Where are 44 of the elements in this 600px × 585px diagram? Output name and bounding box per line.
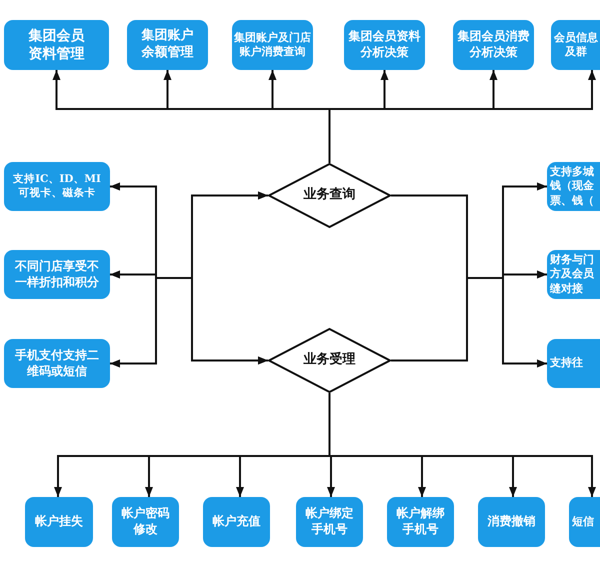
node-text: 消费撤销 bbox=[488, 514, 536, 530]
node-text: 集团账户及门店账户消费查询 bbox=[234, 30, 311, 60]
node-text: 支持IC、ID、MI可视卡、磁条卡 bbox=[12, 172, 102, 200]
node-text: 业务受理 bbox=[302, 352, 356, 369]
process-box bbox=[4, 250, 110, 299]
decision-diamond bbox=[268, 328, 391, 393]
process-box bbox=[547, 339, 600, 388]
node-text: 集团会员消费分析决策 bbox=[458, 29, 530, 61]
node-text: 支持往 bbox=[550, 356, 584, 371]
connector-arrow bbox=[328, 393, 596, 497]
decision-diamond bbox=[268, 163, 391, 228]
process-box bbox=[296, 497, 363, 547]
node-text: 集团会员资料分析决策 bbox=[348, 29, 420, 61]
node-text: 短信 bbox=[572, 514, 594, 530]
node-text: 手机支付支持二维码或短信 bbox=[15, 348, 99, 380]
process-box bbox=[344, 20, 425, 70]
process-box bbox=[203, 497, 270, 547]
process-box bbox=[4, 339, 110, 388]
process-box bbox=[4, 162, 110, 211]
process-box bbox=[569, 497, 600, 547]
process-box bbox=[25, 497, 93, 547]
process-box bbox=[387, 497, 454, 547]
process-box bbox=[478, 497, 545, 547]
node-text: 集团账户余额管理 bbox=[142, 28, 194, 62]
process-box bbox=[232, 20, 313, 70]
process-box bbox=[551, 20, 600, 70]
node-text: 不同门店享受不一样折扣和积分 bbox=[15, 258, 99, 290]
node-text: 帐户解绑手机号 bbox=[396, 506, 444, 538]
node-text: 帐户挂失 bbox=[35, 514, 83, 530]
node-text: 财务与门方及会员缝对接 bbox=[550, 253, 594, 296]
process-box bbox=[112, 497, 179, 547]
connector-arrow bbox=[328, 70, 596, 163]
node-text: 帐户充值 bbox=[212, 514, 260, 530]
node-text: 帐户绑定手机号 bbox=[306, 506, 354, 538]
node-text: 帐户密码修改 bbox=[122, 506, 170, 538]
process-box bbox=[127, 20, 208, 70]
process-box bbox=[4, 20, 109, 70]
node-text: 业务查询 bbox=[302, 187, 356, 204]
node-text: 会员信息及群 bbox=[554, 30, 598, 60]
process-box bbox=[453, 20, 534, 70]
process-box bbox=[547, 250, 600, 299]
node-text: 支持多城钱（现金票、钱（ bbox=[550, 165, 594, 208]
node-text: 集团会员资料管理 bbox=[28, 26, 84, 64]
process-box bbox=[547, 162, 600, 211]
